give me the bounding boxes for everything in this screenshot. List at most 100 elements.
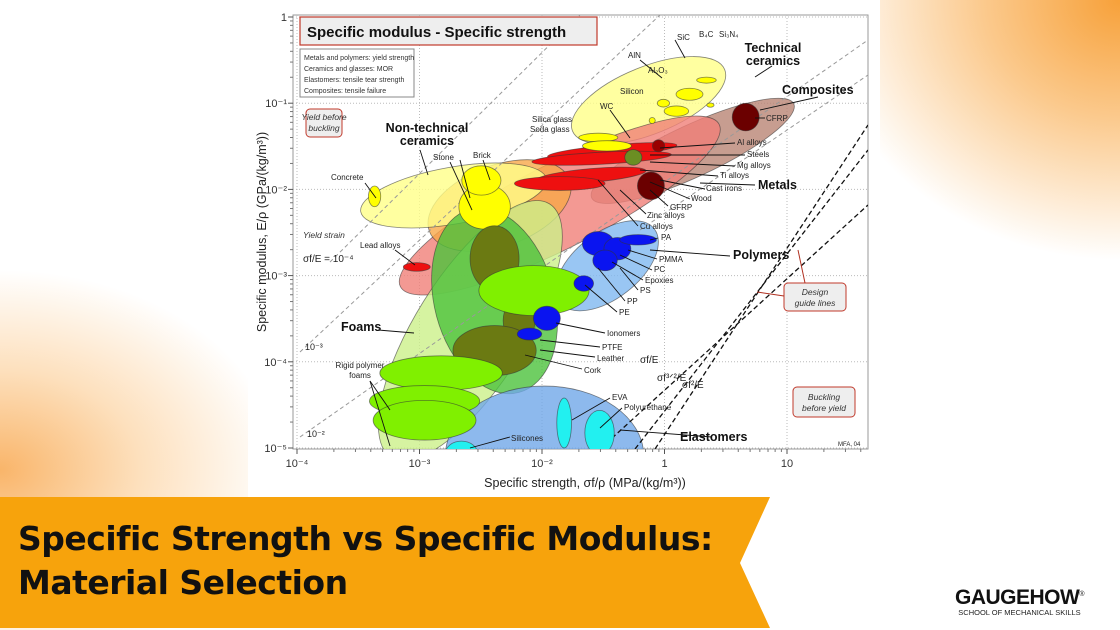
material-label: foams bbox=[349, 371, 371, 380]
material-label: PMMA bbox=[659, 255, 684, 264]
material-bubble-sic bbox=[675, 87, 704, 101]
material-bubble-eva bbox=[556, 397, 572, 449]
annotation: σf²/E bbox=[682, 380, 704, 391]
material-bubble-soda-glass bbox=[582, 140, 632, 152]
notes-box bbox=[299, 48, 415, 98]
material-bubble-silicon bbox=[648, 117, 656, 124]
material-label: Rigid polymer bbox=[336, 361, 385, 370]
x-tick-label: 1 bbox=[661, 458, 667, 470]
y-tick-label: 10⁻² bbox=[265, 184, 287, 196]
banner-title-line: Specific Strength vs Specific Modulus: bbox=[18, 519, 713, 558]
material-label: Wood bbox=[691, 194, 712, 203]
material-label: PC bbox=[654, 265, 665, 274]
material-label: Brick bbox=[473, 151, 492, 160]
material-label: PTFE bbox=[602, 343, 622, 352]
annotation: 10⁻³ bbox=[305, 342, 323, 352]
annotation: Yield before bbox=[301, 112, 346, 122]
material-label: Ti alloys bbox=[720, 171, 749, 180]
material-label: PP bbox=[627, 297, 638, 306]
family-label: Technical bbox=[745, 41, 802, 55]
material-bubble-rigid-polymer-foam-3 bbox=[372, 399, 477, 441]
gaugehow-logo: GAUGEHOW® SCHOOL OF MECHANICAL SKILLS bbox=[955, 586, 1084, 617]
material-label: PE bbox=[619, 308, 630, 317]
material-bubble-al-o- bbox=[663, 105, 690, 117]
material-bubble-aln bbox=[656, 98, 670, 108]
y-tick-label: 10⁻¹ bbox=[265, 98, 287, 110]
material-label: Cast irons bbox=[706, 184, 742, 193]
material-bubble-lead-alloys bbox=[402, 262, 431, 272]
design-guide-line-2 bbox=[634, 149, 868, 449]
family-label: Composites bbox=[782, 83, 854, 97]
material-bubbles bbox=[368, 76, 760, 449]
family-label: ceramics bbox=[746, 54, 800, 68]
material-label: Silica glass bbox=[532, 115, 572, 124]
credit: MFA, 04 bbox=[838, 442, 861, 448]
annotation: Yield strain bbox=[303, 230, 345, 240]
banner-title: Specific Strength vs Specific Modulus: M… bbox=[18, 517, 713, 605]
material-label: CFRP bbox=[766, 114, 788, 123]
material-bubble-cast-irons bbox=[514, 176, 606, 191]
material-bubble-polyurethane bbox=[584, 410, 615, 449]
y-tick-label: 10⁻⁴ bbox=[264, 357, 287, 369]
material-bubble-gfrp bbox=[637, 171, 665, 201]
material-label: Concrete bbox=[331, 173, 364, 182]
title-banner: Specific Strength vs Specific Modulus: M… bbox=[0, 497, 770, 628]
annotation: before yield bbox=[802, 403, 846, 413]
material-label: Steels bbox=[747, 150, 769, 159]
material-label: Lead alloys bbox=[360, 241, 400, 250]
material-label: Soda glass bbox=[530, 125, 570, 134]
y-tick-label: 10⁻³ bbox=[265, 271, 287, 283]
material-bubble-brick bbox=[461, 165, 502, 196]
note: Elastomers: tensile tear strength bbox=[304, 77, 404, 84]
material-label: WC bbox=[600, 102, 614, 111]
x-axis-label: Specific strength, σf/ρ (MPa/(kg/m³)) bbox=[484, 476, 686, 490]
material-bubble-cfrp bbox=[731, 102, 760, 132]
logo-tagline: SCHOOL OF MECHANICAL SKILLS bbox=[958, 608, 1081, 617]
annotation: σf/E bbox=[640, 355, 659, 366]
strain-line-extra bbox=[639, 74, 868, 231]
material-label: Ionomers bbox=[607, 329, 640, 338]
material-bubble-wood bbox=[624, 149, 643, 166]
material-labels: SiC B₄C Si₃N₄ AlN Al₂O₃ Silicon WC Silic… bbox=[331, 30, 788, 443]
x-tick-label: 10⁻² bbox=[531, 458, 553, 470]
annotation: Design bbox=[802, 287, 829, 297]
material-label: Stone bbox=[433, 153, 454, 162]
design-guide-line-3 bbox=[654, 124, 868, 449]
chart-title: Specific modulus - Specific strength bbox=[307, 24, 566, 41]
y-tick-label: 1 bbox=[281, 12, 287, 24]
family-label: Non-technical bbox=[386, 121, 469, 135]
material-bubble-rigid-polymer-foam-1 bbox=[379, 355, 503, 391]
chart-title-box bbox=[299, 16, 598, 46]
family-label: Elastomers bbox=[680, 430, 747, 444]
annotation: guide lines bbox=[795, 298, 836, 308]
buckling-before-yield-box bbox=[792, 386, 856, 418]
material-label: Polyurethane bbox=[624, 403, 672, 412]
leader-lines bbox=[364, 39, 819, 449]
family-label: ceramics bbox=[400, 134, 454, 148]
material-label: Mg alloys bbox=[737, 161, 771, 170]
material-label: Leather bbox=[597, 354, 624, 363]
x-tick-label: 10 bbox=[781, 458, 793, 470]
banner-title-line: Material Selection bbox=[18, 563, 348, 602]
material-label: PS bbox=[640, 286, 651, 295]
material-label: PA bbox=[661, 233, 672, 242]
note: Metals and polymers: yield strength bbox=[304, 55, 414, 62]
ashby-chart: Specific modulus - Specific strength Met… bbox=[255, 12, 869, 490]
logo-name: GAUGEHOW bbox=[955, 586, 1080, 609]
material-label: Al alloys bbox=[737, 138, 767, 147]
material-label: SiC bbox=[677, 33, 690, 42]
material-bubble-foam-1 bbox=[478, 265, 590, 316]
annotation: 10⁻² bbox=[307, 429, 325, 439]
arrow bbox=[756, 291, 785, 297]
material-bubble-pp bbox=[573, 275, 594, 292]
annotation: σf³ᐟ²/E bbox=[657, 373, 687, 384]
family-label: Polymers bbox=[733, 248, 789, 262]
material-label: Silicones bbox=[511, 434, 543, 443]
yield-before-buckling-box bbox=[305, 108, 343, 138]
material-label: Cork bbox=[584, 366, 602, 375]
material-bubble-al-alloys bbox=[652, 139, 666, 153]
material-label: GFRP bbox=[670, 203, 692, 212]
material-label: EVA bbox=[612, 393, 628, 402]
design-guide-line-1 bbox=[599, 204, 868, 449]
